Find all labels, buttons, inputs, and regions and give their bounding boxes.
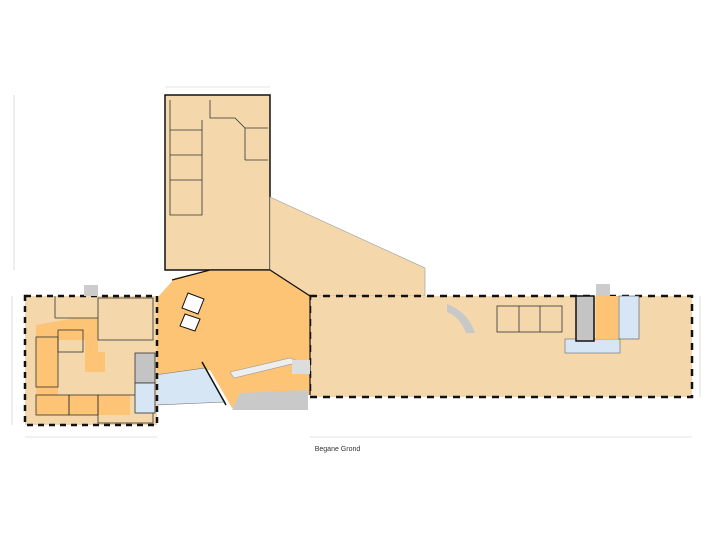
diagonal-annex xyxy=(269,196,426,297)
dimension-lines xyxy=(11,86,701,438)
toilets xyxy=(618,295,640,340)
shaft xyxy=(575,295,595,342)
roof-hatch xyxy=(596,284,610,296)
entrance-mat xyxy=(292,360,310,374)
lift-1 xyxy=(181,292,205,315)
curved-ramp xyxy=(447,304,475,333)
lift-2 xyxy=(179,313,201,332)
west-wing-rooms xyxy=(35,296,156,424)
roof-hatch xyxy=(84,285,98,296)
north-wing xyxy=(164,94,271,271)
floor-title: Begane Grond xyxy=(314,446,361,453)
entrance-terrace xyxy=(232,390,308,410)
east-wing-rooms xyxy=(496,305,563,333)
stairwell xyxy=(596,296,618,339)
north-wing-rooms xyxy=(169,100,268,216)
